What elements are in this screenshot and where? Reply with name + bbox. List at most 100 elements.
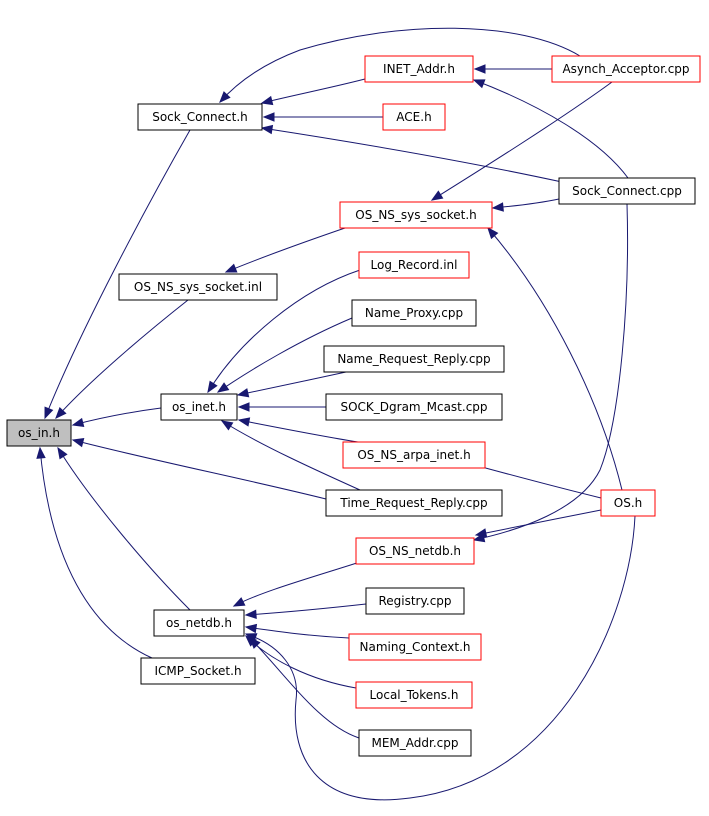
node-asynch-acceptor-cpp[interactable]: Asynch_Acceptor.cpp: [551, 55, 701, 83]
edge-line: [261, 127, 563, 183]
node-box[interactable]: [358, 251, 470, 279]
edge-os_ns_sys_socket_h-to-os_ns_sys_socket_inl: [224, 227, 346, 273]
edge-inet_addr_h-to-sock_connect_h: [260, 78, 366, 106]
edge-arrowhead: [207, 380, 218, 394]
node-label: os_in.h: [18, 426, 60, 440]
edge-line: [217, 317, 353, 393]
edge-arrowhead: [220, 420, 234, 431]
edge-line: [245, 603, 367, 616]
edge-arrowhead: [219, 91, 231, 103]
edge-os_h-to-os_ns_sys_socket_h: [487, 226, 623, 491]
node-label: INET_Addr.h: [383, 62, 455, 76]
edge-line: [44, 129, 191, 419]
node-name-request-reply-cpp[interactable]: Name_Request_Reply.cpp: [323, 345, 505, 373]
node-os-ns-netdb-h[interactable]: OS_NS_netdb.h: [355, 537, 475, 565]
node-label: Naming_Context.h: [359, 640, 470, 654]
node-label: Name_Request_Reply.cpp: [337, 352, 490, 366]
node-box[interactable]: [118, 273, 278, 301]
node-label: Local_Tokens.h: [370, 688, 459, 702]
node-box[interactable]: [6, 419, 72, 447]
node-box[interactable]: [351, 299, 477, 327]
node-box[interactable]: [348, 633, 482, 661]
edge-asynch_acceptor_cpp-to-os_ns_sys_socket_h: [430, 81, 613, 201]
node-box[interactable]: [137, 103, 263, 131]
edge-line: [245, 515, 636, 801]
node-box[interactable]: [153, 609, 245, 637]
node-label: Sock_Connect.cpp: [572, 184, 682, 198]
edge-name_request_reply_cpp-to-os_inet_h: [236, 371, 347, 398]
node-os-netdb-h[interactable]: os_netdb.h: [153, 609, 245, 637]
edge-time_request_reply_cpp-to-os_in_h: [71, 438, 327, 500]
node-ace-h[interactable]: ACE.h: [382, 103, 446, 131]
node-box[interactable]: [551, 55, 701, 83]
node-box[interactable]: [600, 489, 656, 517]
node-box[interactable]: [342, 441, 486, 469]
edge-arrowhead: [260, 95, 274, 106]
edge-arrowhead: [224, 263, 238, 273]
node-local-tokens-h[interactable]: Local_Tokens.h: [355, 681, 473, 709]
node-label: OS.h: [614, 496, 642, 510]
edge-arrowhead: [237, 417, 251, 427]
node-os-ns-arpa-inet-h[interactable]: OS_NS_arpa_inet.h: [342, 441, 486, 469]
node-label: Sock_Connect.h: [152, 110, 248, 124]
node-label: SOCK_Dgram_Mcast.cpp: [340, 400, 487, 414]
edge-line: [245, 635, 357, 689]
nodes-layer: os_in.h Sock_Connect.h INET_Addr.h Asynch_A…: [6, 55, 701, 757]
node-label: os_netdb.h: [166, 616, 232, 630]
edge-arrowhead: [244, 609, 257, 619]
node-box[interactable]: [325, 489, 503, 517]
edge-os_h-to-os_netdb_h: [244, 515, 636, 801]
edge-line: [431, 81, 613, 201]
edges-layer: [36, 27, 636, 801]
node-log-record-inl[interactable]: Log_Record.inl: [358, 251, 470, 279]
node-mem-addr-cpp[interactable]: MEM_Addr.cpp: [358, 729, 472, 757]
node-box[interactable]: [358, 729, 472, 757]
edge-line: [72, 407, 162, 426]
node-sock-connect-h[interactable]: Sock_Connect.h: [137, 103, 263, 131]
edge-line: [245, 626, 350, 639]
edge-arrowhead: [244, 633, 258, 643]
edge-line: [72, 439, 327, 500]
node-box[interactable]: [382, 103, 446, 131]
node-sock-dgram-mcast-cpp[interactable]: SOCK_Dgram_Mcast.cpp: [325, 393, 503, 421]
node-time-request-reply-cpp[interactable]: Time_Request_Reply.cpp: [325, 489, 503, 517]
node-box[interactable]: [325, 393, 503, 421]
node-os-ns-sys-socket-h[interactable]: OS_NS_sys_socket.h: [339, 201, 493, 229]
edge-line: [238, 419, 359, 443]
edge-arrowhead: [262, 112, 275, 122]
node-os-inet-h[interactable]: os_inet.h: [160, 393, 238, 421]
node-sock-connect-cpp[interactable]: Sock_Connect.cpp: [558, 177, 696, 205]
edge-sock_connect_cpp-to-inet_addr_h: [472, 79, 629, 179]
node-registry-cpp[interactable]: Registry.cpp: [365, 587, 465, 615]
edge-line: [475, 509, 602, 536]
node-os-ns-sys-socket-inl[interactable]: OS_NS_sys_socket.inl: [118, 273, 278, 301]
node-box[interactable]: [364, 55, 474, 83]
node-label: ACE.h: [396, 110, 431, 124]
node-inet-addr-h[interactable]: INET_Addr.h: [364, 55, 474, 83]
edge-ace_h-to-sock_connect_h: [262, 112, 383, 122]
node-box[interactable]: [355, 681, 473, 709]
edge-arrowhead: [472, 79, 486, 89]
node-box[interactable]: [355, 537, 475, 565]
node-box[interactable]: [160, 393, 238, 421]
node-box[interactable]: [323, 345, 505, 373]
node-naming-context-h[interactable]: Naming_Context.h: [348, 633, 482, 661]
node-label: MEM_Addr.cpp: [372, 736, 459, 750]
node-name-proxy-cpp[interactable]: Name_Proxy.cpp: [351, 299, 477, 327]
node-icmp-socket-h[interactable]: ICMP_Socket.h: [140, 657, 256, 685]
node-label: OS_NS_sys_socket.inl: [134, 280, 262, 294]
edge-os_inet_h-to-os_in_h: [71, 407, 162, 428]
edge-arrowhead: [57, 446, 68, 460]
node-label: os_inet.h: [172, 400, 226, 414]
node-os-in-h[interactable]: os_in.h: [6, 419, 72, 447]
edge-sock_dgram_mcast_cpp-to-os_inet_h: [237, 402, 326, 412]
node-box[interactable]: [365, 587, 465, 615]
node-box[interactable]: [339, 201, 493, 229]
node-box[interactable]: [558, 177, 696, 205]
node-box[interactable]: [140, 657, 256, 685]
edge-line: [57, 447, 191, 611]
node-os-h[interactable]: OS.h: [600, 489, 656, 517]
edge-local_tokens_h-to-os_netdb_h: [245, 635, 357, 689]
edge-registry_cpp-to-os_netdb_h: [244, 603, 367, 619]
